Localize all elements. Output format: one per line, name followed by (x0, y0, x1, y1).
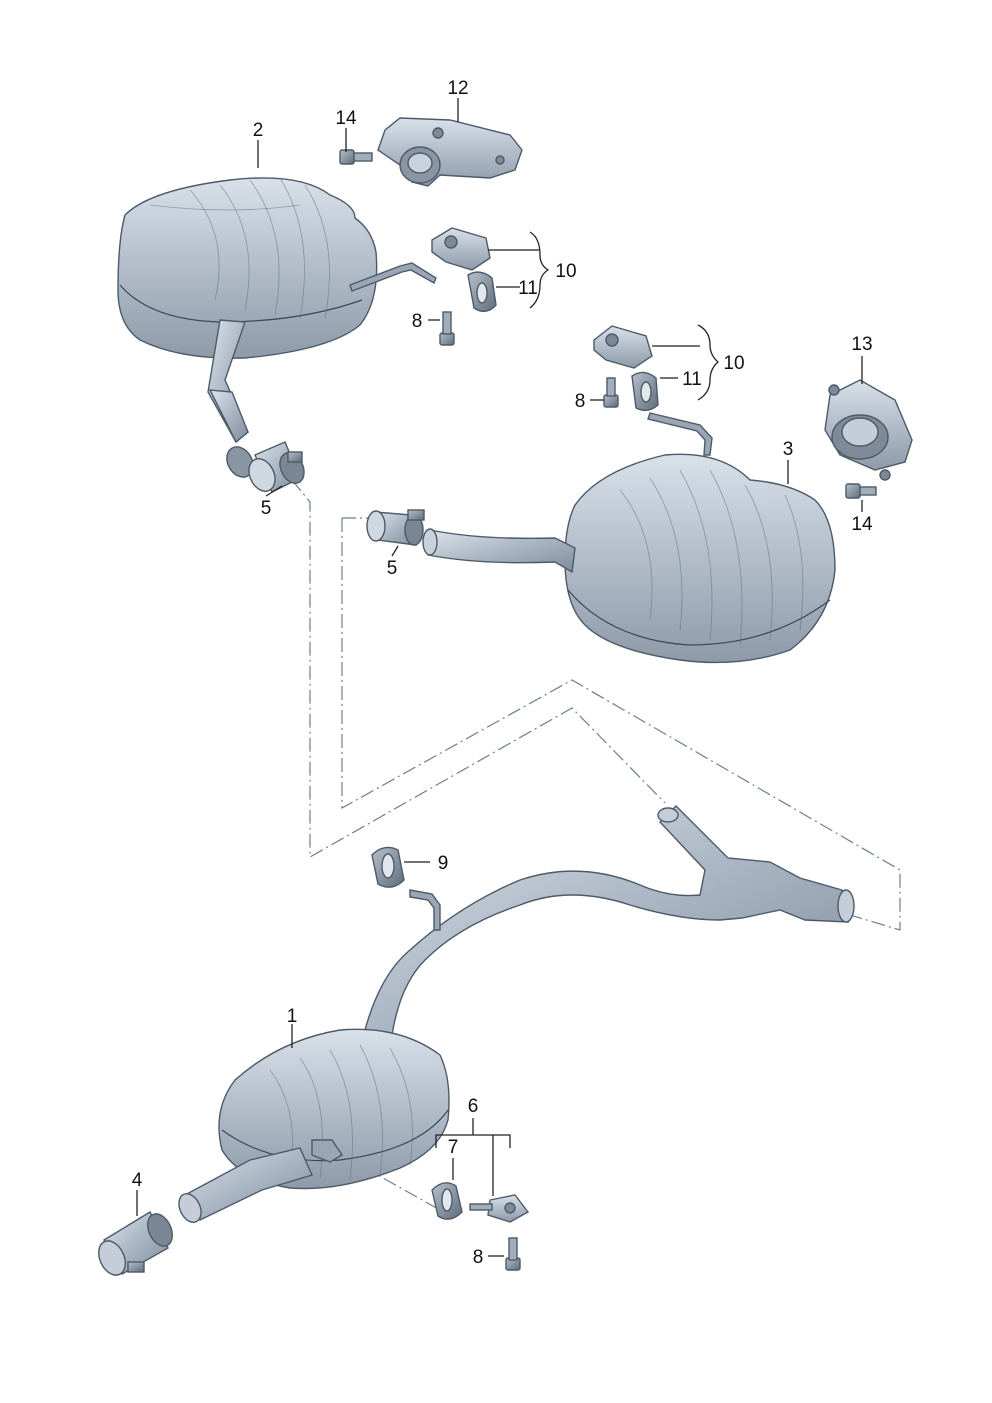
label-part-13: 13 (851, 334, 872, 355)
mount-upper (431, 227, 497, 346)
clamp-5-upper (248, 441, 305, 493)
label-part-11-upper: 11 (518, 278, 538, 299)
tailpipe-trim-13 (824, 379, 913, 481)
label-part-9: 9 (438, 853, 449, 874)
part-number-labels: 1 2 3 4 5 5 6 7 8 8 8 9 10 10 11 11 12 1… (132, 78, 873, 1268)
label-part-14-right: 14 (851, 514, 873, 535)
label-part-2: 2 (253, 120, 264, 141)
label-part-8-upper: 8 (412, 311, 423, 332)
label-part-6: 6 (468, 1096, 479, 1117)
clamp-5-middle (366, 509, 425, 546)
label-part-3: 3 (783, 439, 794, 460)
label-part-10-upper: 10 (555, 261, 576, 282)
rear-silencer-right (422, 412, 836, 664)
label-part-1: 1 (287, 1006, 298, 1027)
mount-right (593, 325, 659, 412)
label-part-4: 4 (132, 1170, 143, 1191)
label-part-10-right: 10 (723, 353, 744, 374)
label-part-7: 7 (448, 1137, 459, 1158)
y-pipe (364, 805, 855, 1036)
mount-9 (371, 846, 405, 888)
label-part-8-lower: 8 (473, 1247, 484, 1268)
clamp-4 (98, 1211, 173, 1276)
label-part-8-right: 8 (575, 391, 586, 412)
label-part-14-upper: 14 (335, 108, 357, 129)
label-part-5-upper: 5 (261, 498, 272, 519)
label-part-11-right: 11 (682, 369, 702, 390)
label-part-5-middle: 5 (387, 558, 398, 579)
mount-lower (431, 1182, 530, 1271)
rear-silencer-left (117, 177, 437, 478)
leader-lines (136, 98, 863, 1257)
bolt-14-right (845, 483, 877, 499)
label-part-12: 12 (447, 78, 468, 99)
bracket-12 (377, 117, 523, 187)
front-silencer (178, 1028, 450, 1223)
bolt-14-upper (339, 149, 373, 165)
